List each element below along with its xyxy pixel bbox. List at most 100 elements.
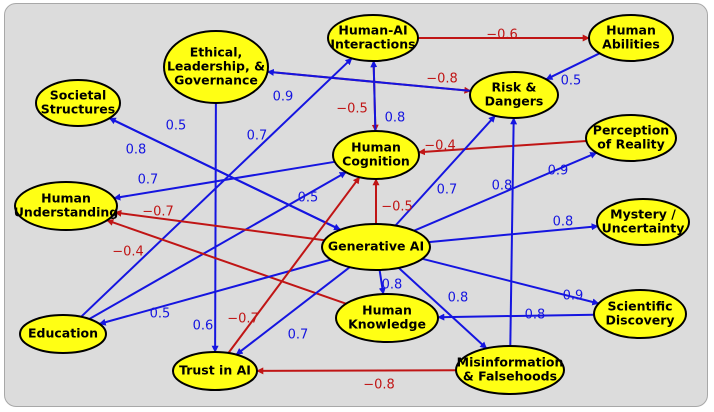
edge-misinfo-to-risk	[509, 117, 518, 347]
edge-label-misinfo-to-trust: −0.8	[363, 378, 395, 393]
edge-genai-to-perception	[413, 151, 598, 232]
edge-label-genai-to-understanding: −0.7	[142, 205, 174, 220]
edge-genai-to-risk	[394, 115, 496, 227]
node-mystery: Mystery /Uncertainty	[596, 198, 690, 246]
edge-cognition-to-human-ai	[370, 60, 378, 132]
node-label-societal: Societal	[50, 88, 106, 103]
diagram-frame	[4, 3, 708, 407]
node-label-cognition: Human	[351, 140, 401, 155]
node-ellipse-misinfo	[455, 345, 565, 395]
edge-genai-to-knowledge	[378, 269, 386, 295]
node-label-risk: Dangers	[485, 94, 544, 109]
node-label-ethical: Ethical,	[190, 45, 243, 60]
node-label-human-ai: Human-AI	[338, 23, 407, 38]
edge-label-genai-to-misinfo: 0.8	[448, 291, 469, 306]
node-label-misinfo: Misinformation	[457, 355, 564, 370]
edge-ethical-to-trust	[211, 102, 219, 353]
edge-label-genai-to-perception: 0.9	[548, 164, 569, 179]
node-ellipse-human-abilities	[588, 14, 674, 62]
edge-genai-to-understanding	[114, 209, 325, 242]
node-label-ethical: Governance	[174, 73, 258, 88]
node-ellipse-risk	[469, 71, 559, 119]
node-ellipse-genai	[321, 223, 431, 271]
node-ellipse-ethical	[163, 30, 269, 104]
node-trust: Trust in AI	[172, 351, 258, 391]
edge-label-genai-to-societal: 0.5	[166, 119, 187, 134]
edge-label-ethical-to-trust: 0.6	[193, 319, 214, 334]
edge-label-cognition-to-understanding: 0.7	[138, 173, 159, 188]
node-label-human-abilities: Abilities	[602, 37, 660, 52]
node-label-human-ai: Interactions	[330, 37, 415, 52]
edges	[80, 34, 601, 375]
edge-label-risk-to-ethical: 0.9	[273, 90, 294, 105]
node-ellipse-human-ai	[327, 14, 419, 62]
edge-label-scientific-to-knowledge: 0.8	[525, 308, 546, 323]
node-risk: Risk &Dangers	[469, 71, 559, 119]
edge-label-human-ai-to-cognition: −0.5	[336, 102, 368, 117]
node-ellipse-understanding	[14, 181, 118, 231]
edge-genai-to-scientific	[422, 257, 600, 306]
node-education: Education	[19, 314, 107, 354]
edge-knowledge-to-understanding	[106, 219, 347, 305]
edge-label-genai-to-education: 0.5	[150, 307, 171, 322]
node-ethical: Ethical,Leadership, &Governance	[163, 30, 269, 104]
node-label-understanding: Understanding	[14, 205, 118, 220]
edge-label-human-ai-to-human-abilities: −0.6	[486, 28, 518, 43]
edge-misinfo-to-trust	[256, 367, 457, 375]
edge-genai-to-misinfo	[398, 267, 488, 350]
edge-label-ethical-to-risk: −0.8	[426, 72, 458, 87]
node-label-knowledge: Knowledge	[348, 317, 426, 332]
edge-label-education-to-human-ai: 0.7	[247, 129, 268, 144]
edge-label-human-abilities-to-risk: 0.5	[561, 74, 582, 89]
node-label-education: Education	[28, 326, 98, 341]
edge-label-genai-to-scientific: 0.9	[563, 289, 584, 304]
edge-label-trust-to-cognition: −0.7	[227, 312, 259, 327]
node-label-understanding: Human	[41, 191, 91, 206]
node-misinfo: Misinformation& Falsehoods	[455, 345, 565, 395]
edge-label-education-to-cognition: 0.5	[298, 191, 319, 206]
node-ellipse-scientific	[593, 289, 687, 339]
node-label-scientific: Scientific	[607, 299, 672, 314]
edge-label-knowledge-to-understanding: −0.4	[112, 245, 144, 260]
node-label-ethical: Leadership, &	[167, 59, 265, 74]
node-ellipse-knowledge	[335, 293, 439, 343]
node-label-genai: Generative AI	[328, 239, 424, 254]
edge-trust-to-cognition	[227, 176, 361, 354]
edge-human-abilities-to-risk	[545, 52, 601, 81]
edge-label-cognition-to-human-ai: 0.8	[385, 111, 406, 126]
edge-label-societal-to-genai: 0.8	[126, 143, 147, 158]
edge-label-genai-to-cognition: −0.5	[381, 200, 413, 215]
node-ellipse-perception	[585, 114, 677, 162]
node-ellipse-mystery	[596, 198, 690, 246]
node-ellipse-education	[19, 314, 107, 354]
node-label-scientific: Discovery	[605, 313, 674, 328]
node-label-knowledge: Human	[362, 303, 412, 318]
edge-label-genai-to-trust: 0.7	[288, 328, 309, 343]
node-label-perception: Perception	[593, 123, 669, 138]
edge-genai-to-trust	[235, 266, 351, 356]
node-ellipse-trust	[172, 351, 258, 391]
node-ellipse-societal	[35, 79, 121, 127]
node-label-misinfo: & Falsehoods	[463, 369, 557, 384]
edge-education-to-cognition	[88, 171, 347, 320]
edge-labels: −0.6 −0.8 0.5 0.9 −0.5 0.8 −0.4 0.7 0.5 0.8 0.7 0.6…	[112, 28, 583, 393]
node-label-societal: Structures	[41, 102, 115, 117]
edge-genai-to-mystery	[428, 223, 599, 244]
node-label-human-abilities: Human	[606, 23, 656, 38]
node-label-trust: Trust in AI	[179, 363, 251, 378]
nodes: Human-AIInteractionsEthical,Leadership, …	[14, 14, 690, 395]
edge-label-perception-to-cognition: −0.4	[424, 139, 456, 154]
edge-societal-to-genai	[109, 117, 341, 231]
edge-perception-to-cognition	[418, 140, 587, 156]
node-label-risk: Risk &	[492, 80, 537, 95]
edge-label-genai-to-mystery: 0.8	[553, 215, 574, 230]
edge-risk-to-ethical	[266, 68, 471, 92]
node-label-mystery: Mystery /	[610, 207, 676, 222]
